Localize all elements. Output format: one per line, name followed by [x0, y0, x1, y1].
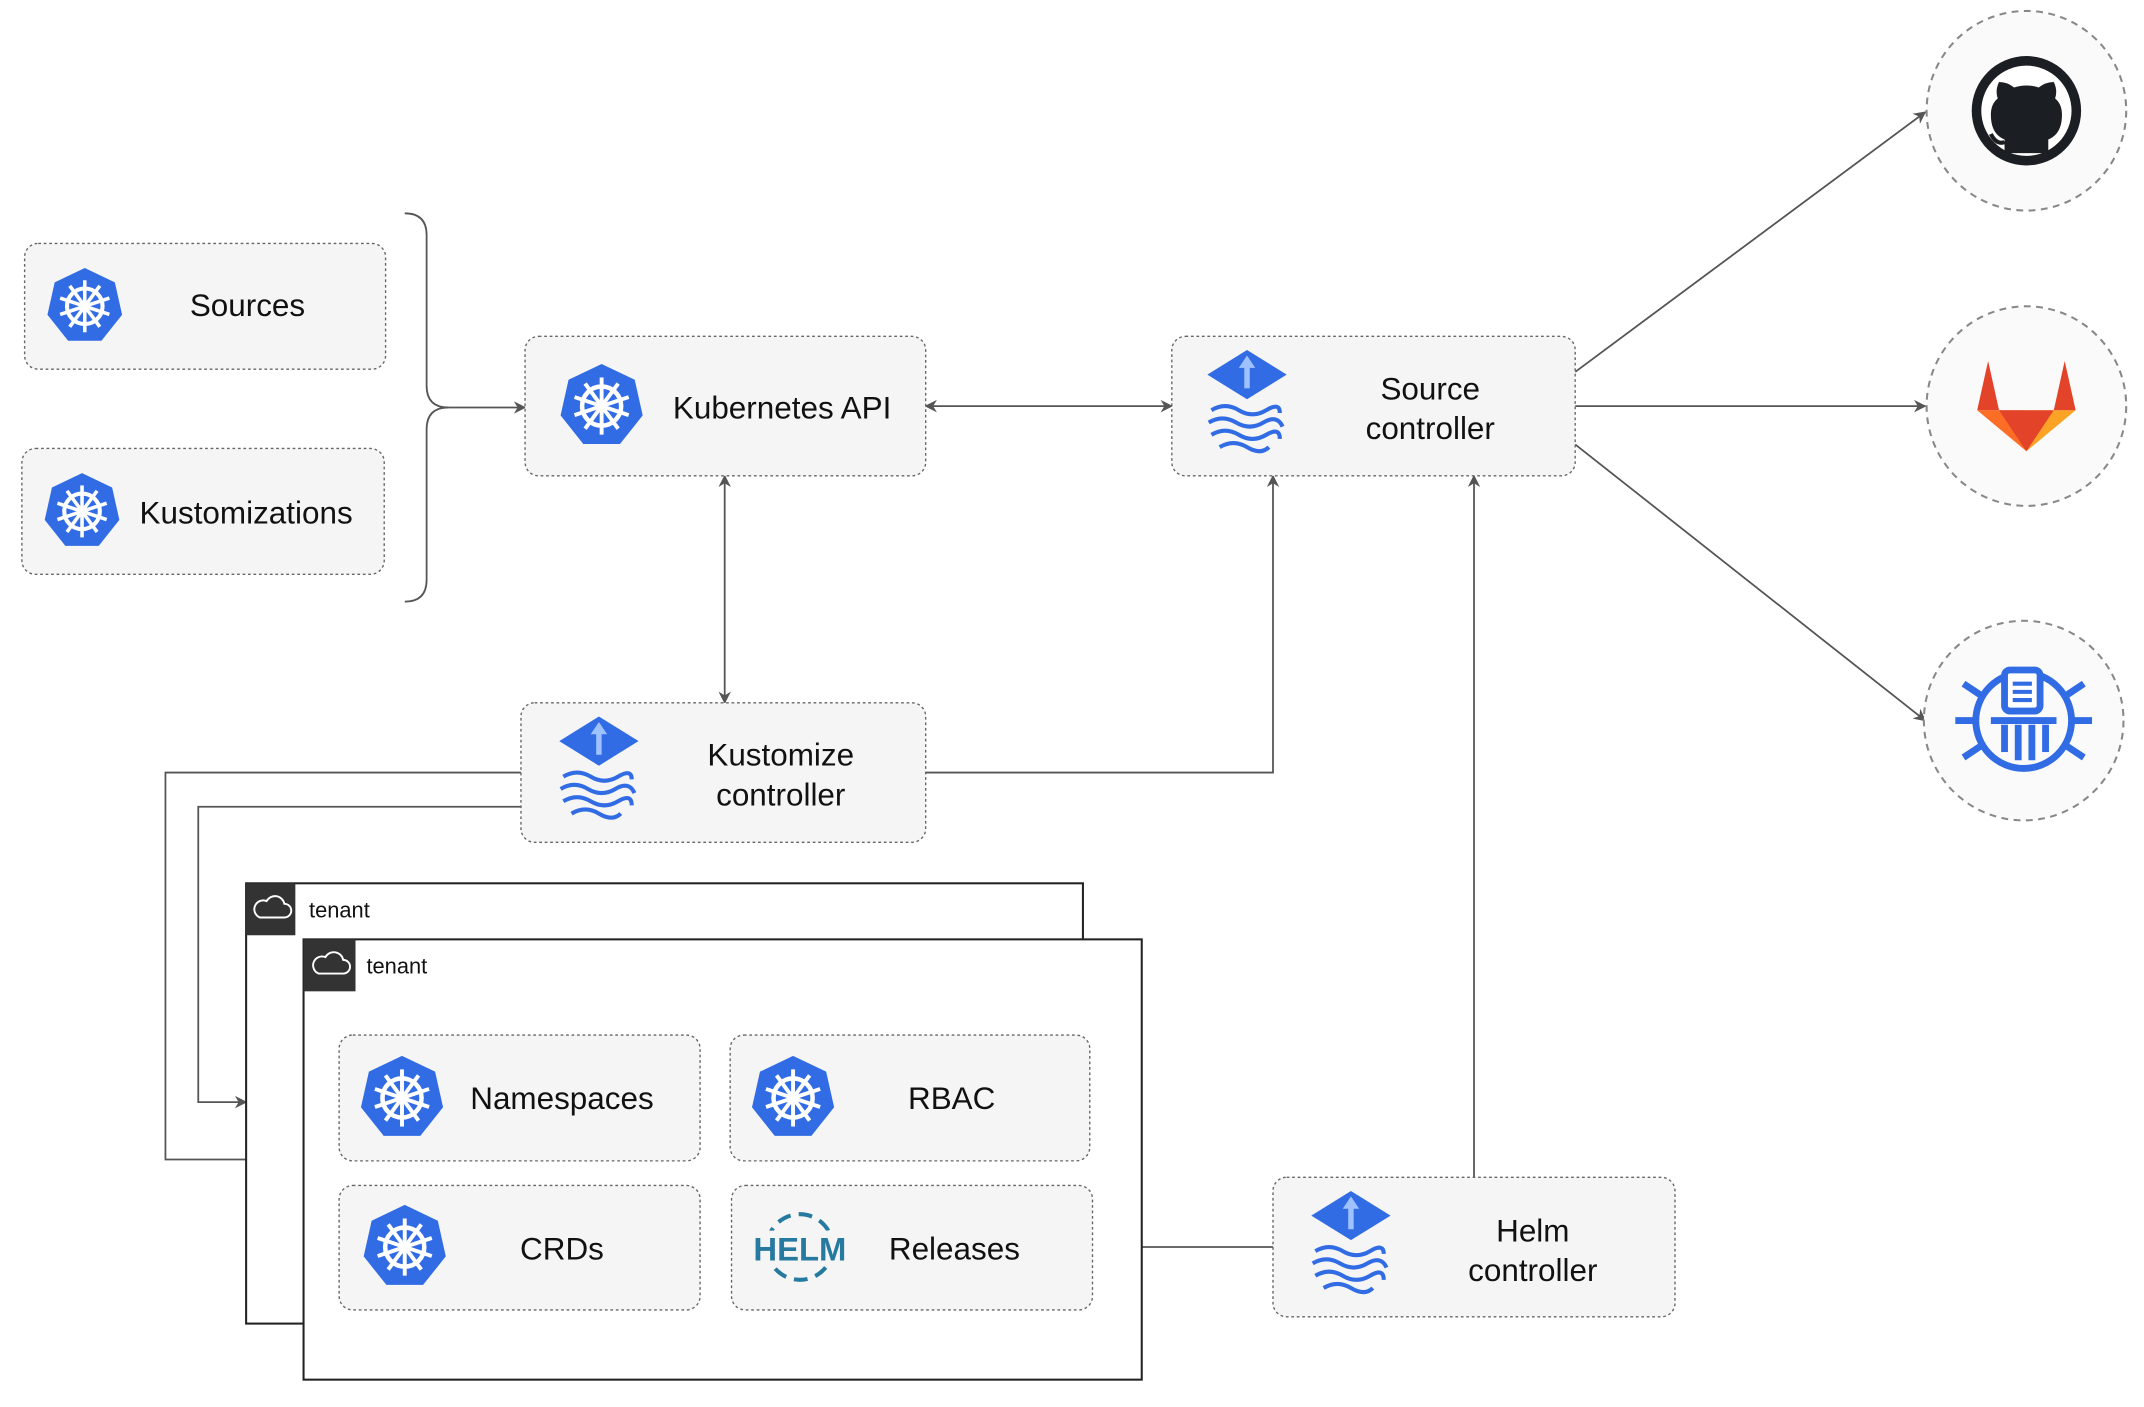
node-kustomize-controller[interactable]: Kustomize controller	[520, 702, 927, 843]
brace-bottom	[404, 406, 449, 603]
edge-source-to-bucket	[1574, 443, 1927, 722]
tenant-label: tenant	[366, 954, 427, 979]
node-label: Releases	[889, 1231, 1020, 1266]
bucket-icon	[1955, 666, 2093, 772]
node-label: Sources	[190, 288, 305, 323]
node-label: Source	[1380, 371, 1480, 406]
bucket-source[interactable]	[1922, 619, 2125, 822]
edge-source-to-github	[1574, 111, 1927, 373]
node-namespaces[interactable]: Namespaces	[338, 1034, 701, 1162]
node-releases[interactable]: HELM Releases	[730, 1184, 1094, 1311]
node-sources[interactable]: Sources	[23, 242, 387, 370]
edge-kustomize-to-tenant-1	[197, 805, 521, 1109]
node-label: CRDs	[520, 1231, 604, 1266]
node-label: RBAC	[908, 1081, 995, 1116]
brace-top	[404, 212, 449, 409]
node-label: Helm	[1496, 1214, 1569, 1249]
node-crds[interactable]: CRDs	[338, 1184, 701, 1311]
edge-kustomize-to-tenant-2	[164, 771, 521, 1166]
helm-icon: HELM	[753, 1212, 846, 1282]
tenant-label: tenant	[309, 897, 370, 922]
node-rbac[interactable]: RBAC	[729, 1034, 1091, 1162]
node-label: controller	[1468, 1253, 1597, 1288]
tenant-group-2[interactable]: tenant Namespaces RBAC CRDs HELM Release…	[302, 938, 1143, 1381]
node-label: Kustomize	[707, 738, 854, 773]
node-kustomizations[interactable]: Kustomizations	[21, 447, 385, 575]
node-label: Kustomizations	[140, 496, 353, 531]
gitlab-icon	[1977, 360, 2076, 452]
edge-kustomize-to-source	[925, 474, 1280, 774]
github-icon	[1971, 56, 2082, 166]
github-source[interactable]	[1925, 9, 2128, 212]
node-label: Namespaces	[470, 1081, 653, 1116]
helm-logo-text: HELM	[753, 1231, 846, 1268]
connectors	[164, 111, 1927, 1254]
gitlab-source[interactable]	[1925, 305, 2128, 507]
node-label: Kubernetes API	[673, 390, 891, 425]
node-label: controller	[1366, 411, 1495, 446]
node-source-controller[interactable]: Source controller	[1171, 335, 1576, 477]
node-kubernetes-api[interactable]: Kubernetes API	[524, 335, 927, 477]
node-helm-controller[interactable]: Helm controller	[1272, 1176, 1676, 1318]
node-label: controller	[716, 777, 845, 812]
